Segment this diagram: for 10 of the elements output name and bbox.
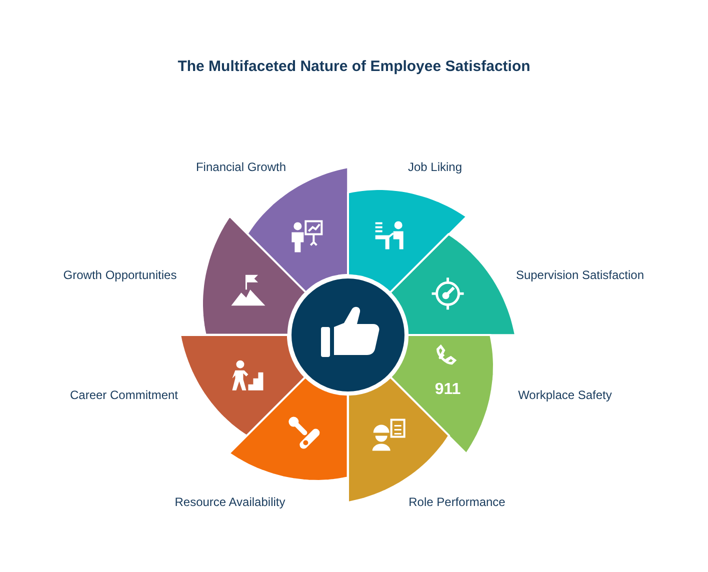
segment-label: Career Commitment xyxy=(70,388,178,402)
segment-label: Growth Opportunities xyxy=(63,268,177,282)
emergency-number: 911 xyxy=(434,381,461,400)
segment-label: Workplace Safety xyxy=(518,388,612,402)
segment-label: Role Performance xyxy=(408,494,506,509)
segment-label: Supervision Satisfaction xyxy=(516,268,644,282)
segment-label: Job Liking xyxy=(408,160,462,174)
segment-label: Resource Availability xyxy=(174,494,286,509)
diagram-title: The Multifaceted Nature of Employee Satisfaction xyxy=(176,58,532,75)
segment-label: Financial Growth xyxy=(196,160,286,174)
